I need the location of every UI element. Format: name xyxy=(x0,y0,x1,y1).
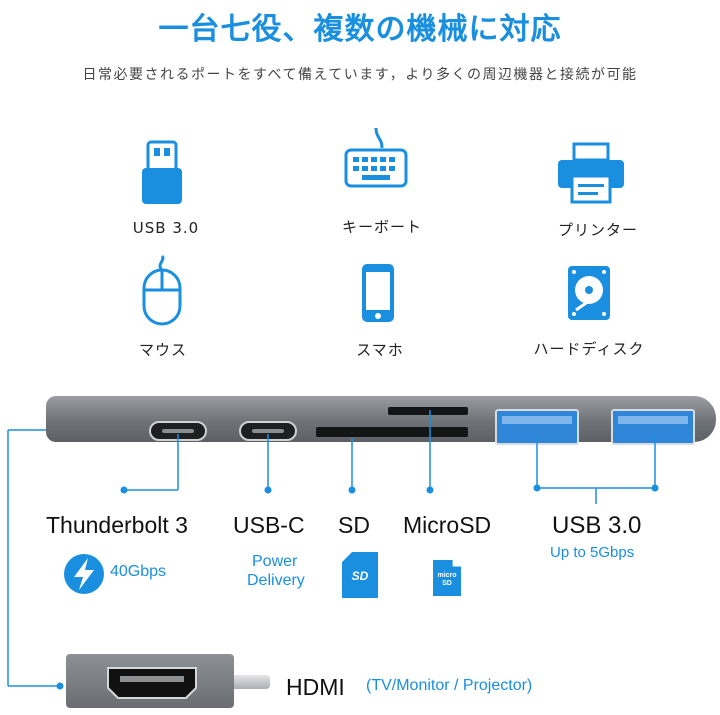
mouse-icon xyxy=(142,254,182,326)
usb3-speed: Up to 5Gbps xyxy=(550,544,635,561)
device-label-mouse: マウス xyxy=(138,341,187,359)
microsd-card-text: micro SD xyxy=(437,572,457,587)
hdmi-note: (TV/Monitor / Projector) xyxy=(366,677,533,694)
sd-card-text: SD xyxy=(351,569,369,583)
port-label-thunderbolt: Thunderbolt 3 xyxy=(46,512,188,538)
device-label-keyboard: キーボート xyxy=(341,218,422,236)
port-label-usbc: USB-C xyxy=(233,512,305,538)
device-label-printer: プリンター xyxy=(557,221,638,239)
microsd-card-icon: micro SD xyxy=(433,560,461,596)
printer-icon xyxy=(558,142,624,204)
hdmi-plug xyxy=(234,675,270,689)
device-label-smartphone: スマホ xyxy=(356,341,404,359)
usbc-power-line2: Delivery xyxy=(247,572,305,589)
port-label-sd: SD xyxy=(338,512,370,538)
callout-lines xyxy=(7,410,659,690)
usb-drive-icon xyxy=(142,140,182,204)
microsd-slot xyxy=(388,407,468,415)
page-title: 一台七役、複数の機械に対応 xyxy=(158,12,562,47)
smartphone-icon xyxy=(362,264,394,322)
thunderbolt-icon xyxy=(64,554,104,594)
hdmi-port xyxy=(107,667,197,699)
hard-disk-icon xyxy=(568,266,610,320)
port-label-usb3: USB 3.0 xyxy=(552,512,642,539)
port-label-hdmi: HDMI xyxy=(286,674,345,700)
keyboard-icon xyxy=(344,127,408,188)
sd-card-icon: SD xyxy=(342,552,378,598)
port-label-microsd: MicroSD xyxy=(403,512,492,538)
thunderbolt-speed: 40Gbps xyxy=(110,563,167,580)
device-label-usb: USB 3.0 xyxy=(132,219,200,237)
usbc-power-line1: Power xyxy=(252,553,298,570)
page-subtitle: 日常必要されるポートをすべて備えています，より多くの周辺機器と接続が可能 xyxy=(82,67,638,83)
device-label-hard-disk: ハードディスク xyxy=(533,340,645,358)
